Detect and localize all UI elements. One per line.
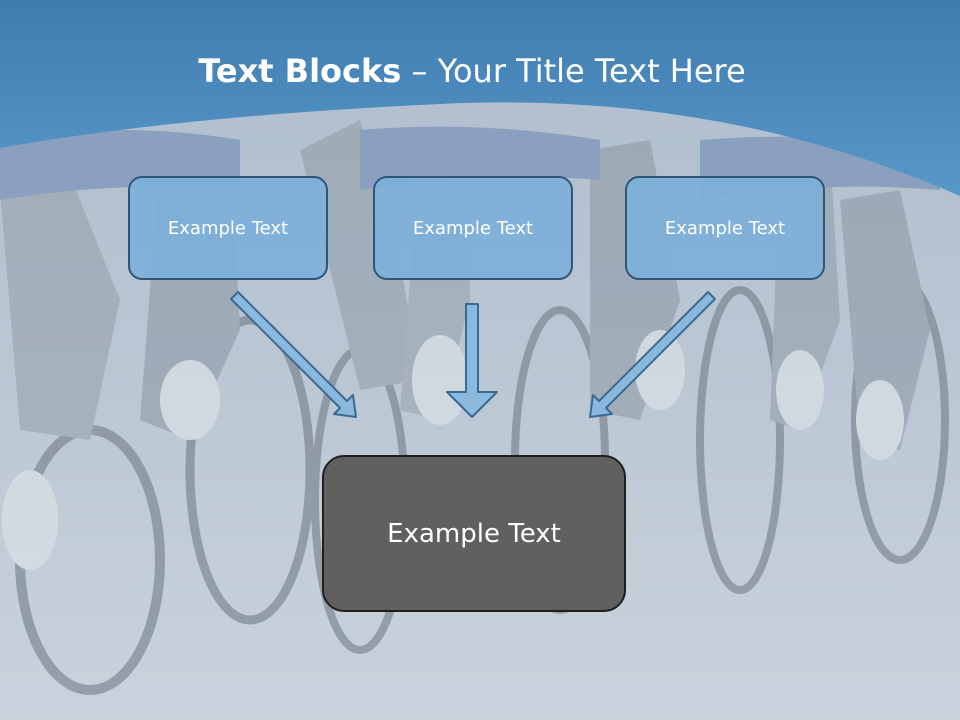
- title-rest: Your Title Text Here: [437, 52, 746, 90]
- header-band: [0, 0, 960, 196]
- arrow-left: [230, 291, 357, 418]
- arrow-right: [589, 291, 716, 418]
- title-separator: –: [401, 52, 438, 90]
- text-block-3-label: Example Text: [664, 217, 786, 239]
- text-block-1-label: Example Text: [167, 217, 289, 239]
- text-block-1[interactable]: Example Text: [128, 176, 328, 280]
- text-block-3[interactable]: Example Text: [625, 176, 825, 280]
- text-block-2-label: Example Text: [412, 217, 534, 239]
- target-block[interactable]: Example Text: [322, 455, 626, 612]
- target-block-label: Example Text: [387, 518, 561, 549]
- slide-title: Text Blocks – Your Title Text Here: [0, 52, 944, 90]
- title-bold: Text Blocks: [198, 52, 402, 90]
- text-block-2[interactable]: Example Text: [373, 176, 573, 280]
- arrow-middle: [446, 303, 498, 418]
